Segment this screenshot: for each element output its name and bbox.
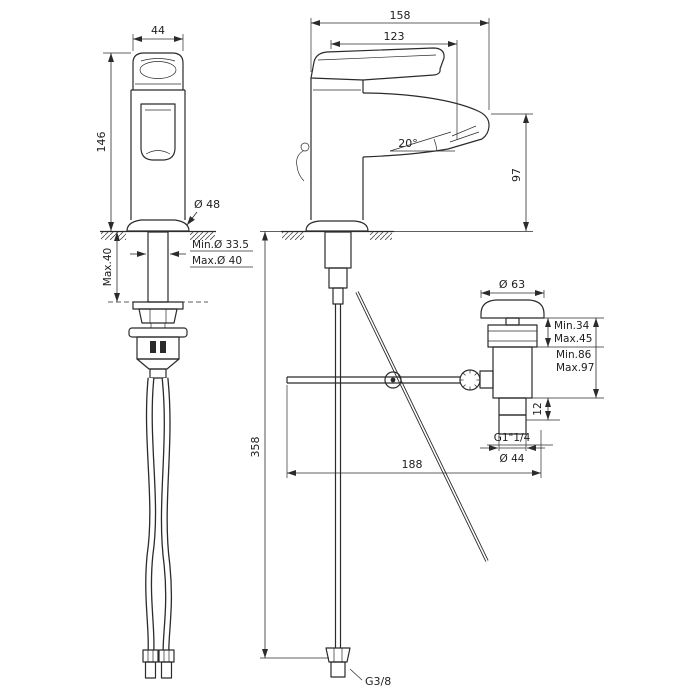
dim-spout-height: 97: [510, 168, 523, 182]
dim-rod-span: 188: [402, 458, 423, 471]
dim-handle-width: 44: [151, 24, 165, 37]
dim-waste-reveal-max: Max.45: [554, 333, 592, 345]
side-view-dimensions: 44 146 Ø 48 Min.Ø 33.5 Max.Ø 40 Max.40: [95, 24, 253, 302]
front-view-dimensions: 158 123 97 358 188 Ø 63 Min.34 Max.45 Mi…: [249, 9, 604, 659]
popup-waste-detail: [459, 299, 545, 435]
dim-waste-thread: G1"1/4: [494, 432, 531, 444]
dim-waste-reveal-min: Min.34: [554, 320, 590, 332]
front-view-faucet: 20°: [281, 47, 490, 648]
side-view-faucet: [100, 52, 216, 379]
dim-waste-height-min: Min.86: [556, 349, 592, 361]
supply-connector: G3/8: [325, 647, 391, 688]
dim-body-height: 146: [95, 132, 108, 153]
dim-waste-neck: 12: [532, 402, 544, 415]
dim-deck-max: Max.40: [102, 248, 114, 286]
dim-waste-cap-diameter: Ø 63: [499, 278, 525, 291]
dim-waste-height-max: Max.97: [556, 362, 594, 374]
dim-base-diameter: Ø 48: [194, 198, 220, 211]
dim-waste-pipe-diameter: Ø 44: [500, 453, 525, 465]
dim-total-depth: 158: [390, 9, 411, 22]
dim-supply-thread: G3/8: [365, 675, 391, 688]
supply-hoses: [142, 377, 175, 679]
dim-hole-min: Min.Ø 33.5: [192, 239, 249, 251]
dim-hose-drop: 358: [249, 437, 262, 458]
dim-spout-reach: 123: [384, 30, 405, 43]
dim-spout-angle: 20°: [398, 137, 418, 150]
popup-linkage: [286, 291, 489, 562]
dim-hole-max: Max.Ø 40: [192, 255, 242, 267]
